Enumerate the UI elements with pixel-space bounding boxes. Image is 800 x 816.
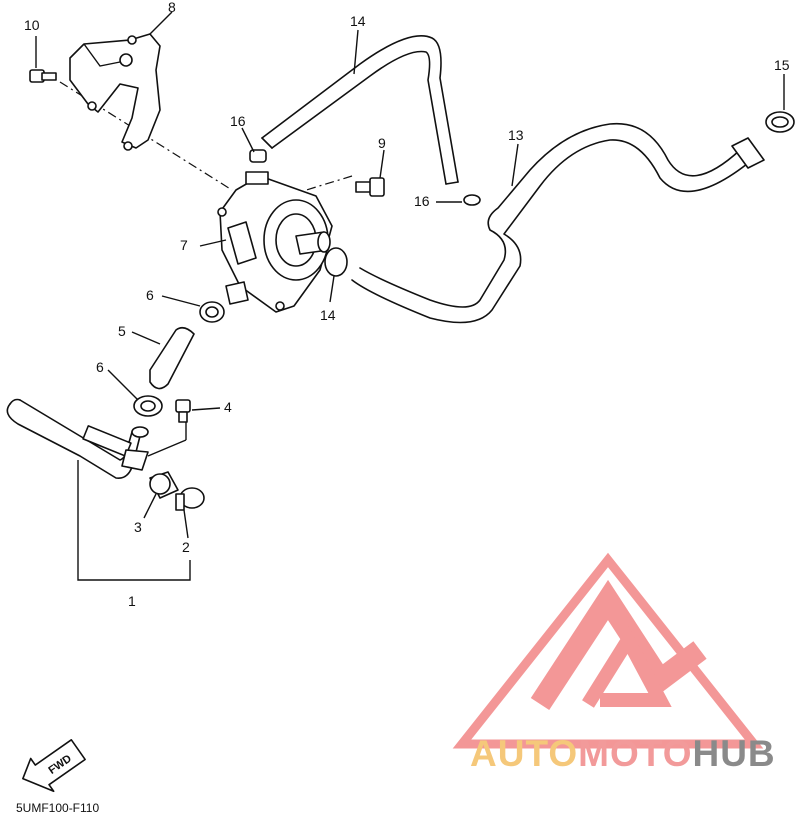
part-15-cap — [249, 149, 267, 163]
part-5-hose — [149, 326, 195, 390]
part-9-bolt — [355, 177, 385, 197]
part-13-clamp — [765, 111, 795, 133]
brand-part-auto: AUTO — [470, 733, 578, 774]
part-1-pipe-assembly — [6, 398, 149, 479]
part-14-hose — [261, 35, 459, 185]
watermark-logo — [452, 552, 764, 749]
leader-lines — [35, 11, 785, 581]
part-16-clip — [463, 194, 481, 206]
part-8-bracket — [69, 33, 161, 151]
part-11-hose — [351, 122, 765, 324]
part-4-bolt — [175, 399, 191, 423]
callout-16: 16 — [414, 193, 430, 209]
callouts: 10 8 14 15 13 16 9 16 7 14 6 5 6 4 3 2 1 — [24, 0, 790, 609]
part-6-clamp-lower — [133, 395, 163, 417]
callout-6-upper: 6 — [146, 287, 154, 303]
callout-6-lower: 6 — [96, 359, 104, 375]
part-3-hose — [149, 471, 179, 499]
part-7-valve — [217, 171, 333, 313]
assembly-line-bolt — [289, 175, 353, 196]
diagram-code: 5UMF100-F110 — [16, 801, 99, 815]
brand-part-moto: MOTO — [578, 733, 692, 774]
part-6-clamp-upper — [199, 301, 225, 323]
callout-15: 16 — [230, 113, 246, 129]
fwd-arrow-icon: FWD — [22, 739, 86, 793]
callout-10: 10 — [24, 17, 40, 33]
brand-part-hub: HUB — [692, 733, 775, 774]
callout-7: 7 — [180, 237, 188, 253]
part-10-bolt — [29, 69, 57, 83]
callout-14: 14 — [350, 13, 366, 29]
callout-11: 13 — [508, 127, 524, 143]
part-2-clamp — [175, 487, 205, 511]
watermark-brand: AUTOMOTOHUB — [470, 733, 776, 774]
callout-5: 5 — [118, 323, 126, 339]
callout-4: 4 — [224, 399, 232, 415]
part-12-gasket — [324, 247, 348, 277]
callout-13: 15 — [774, 57, 790, 73]
callout-3: 3 — [134, 519, 142, 535]
callout-12: 14 — [320, 307, 336, 323]
callout-2: 2 — [182, 539, 190, 555]
callout-1: 1 — [128, 593, 136, 609]
callout-9: 9 — [378, 135, 386, 151]
callout-8: 8 — [168, 0, 176, 15]
